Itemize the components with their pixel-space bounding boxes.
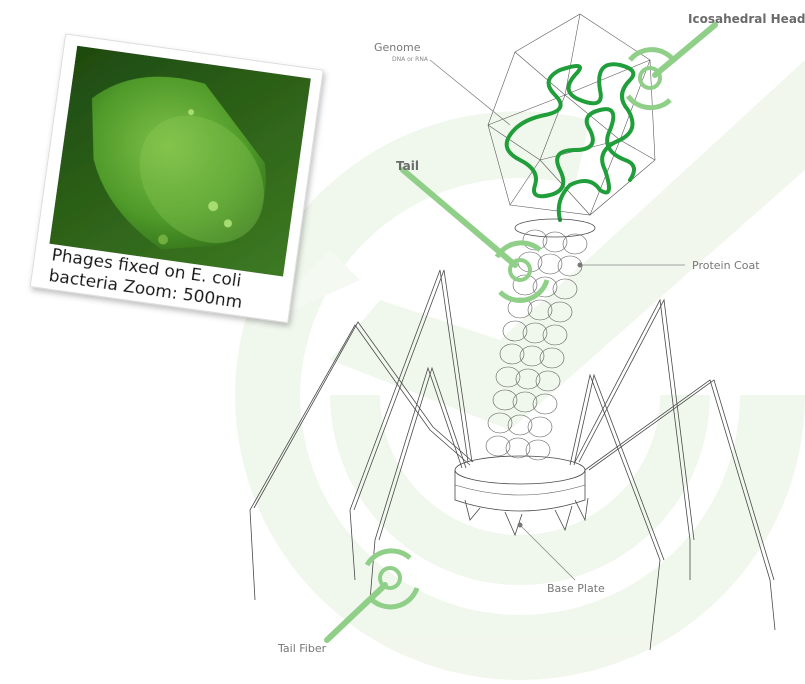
genome-label: Genome <box>374 41 421 54</box>
protein-coat-label: Protein Coat <box>692 259 760 272</box>
genome-sublabel: DNA or RNA <box>392 56 429 63</box>
tail-pointer <box>403 170 547 300</box>
base-plate-label: Base Plate <box>547 582 605 595</box>
protein-coat-dot <box>578 263 583 268</box>
tail-fiber-label: Tail Fiber <box>277 642 327 655</box>
icosahedral-head-label: Icosahedral Head <box>688 12 805 26</box>
head-pointer <box>628 25 715 108</box>
base-plate-dot <box>518 523 523 528</box>
background-target-graphic <box>235 60 805 680</box>
photo-card: Phages fixed on E. coli bacteria Zoom: 5… <box>30 34 323 323</box>
genome-leader <box>430 60 510 125</box>
collar <box>515 219 595 237</box>
tail-label: Tail <box>396 159 419 173</box>
